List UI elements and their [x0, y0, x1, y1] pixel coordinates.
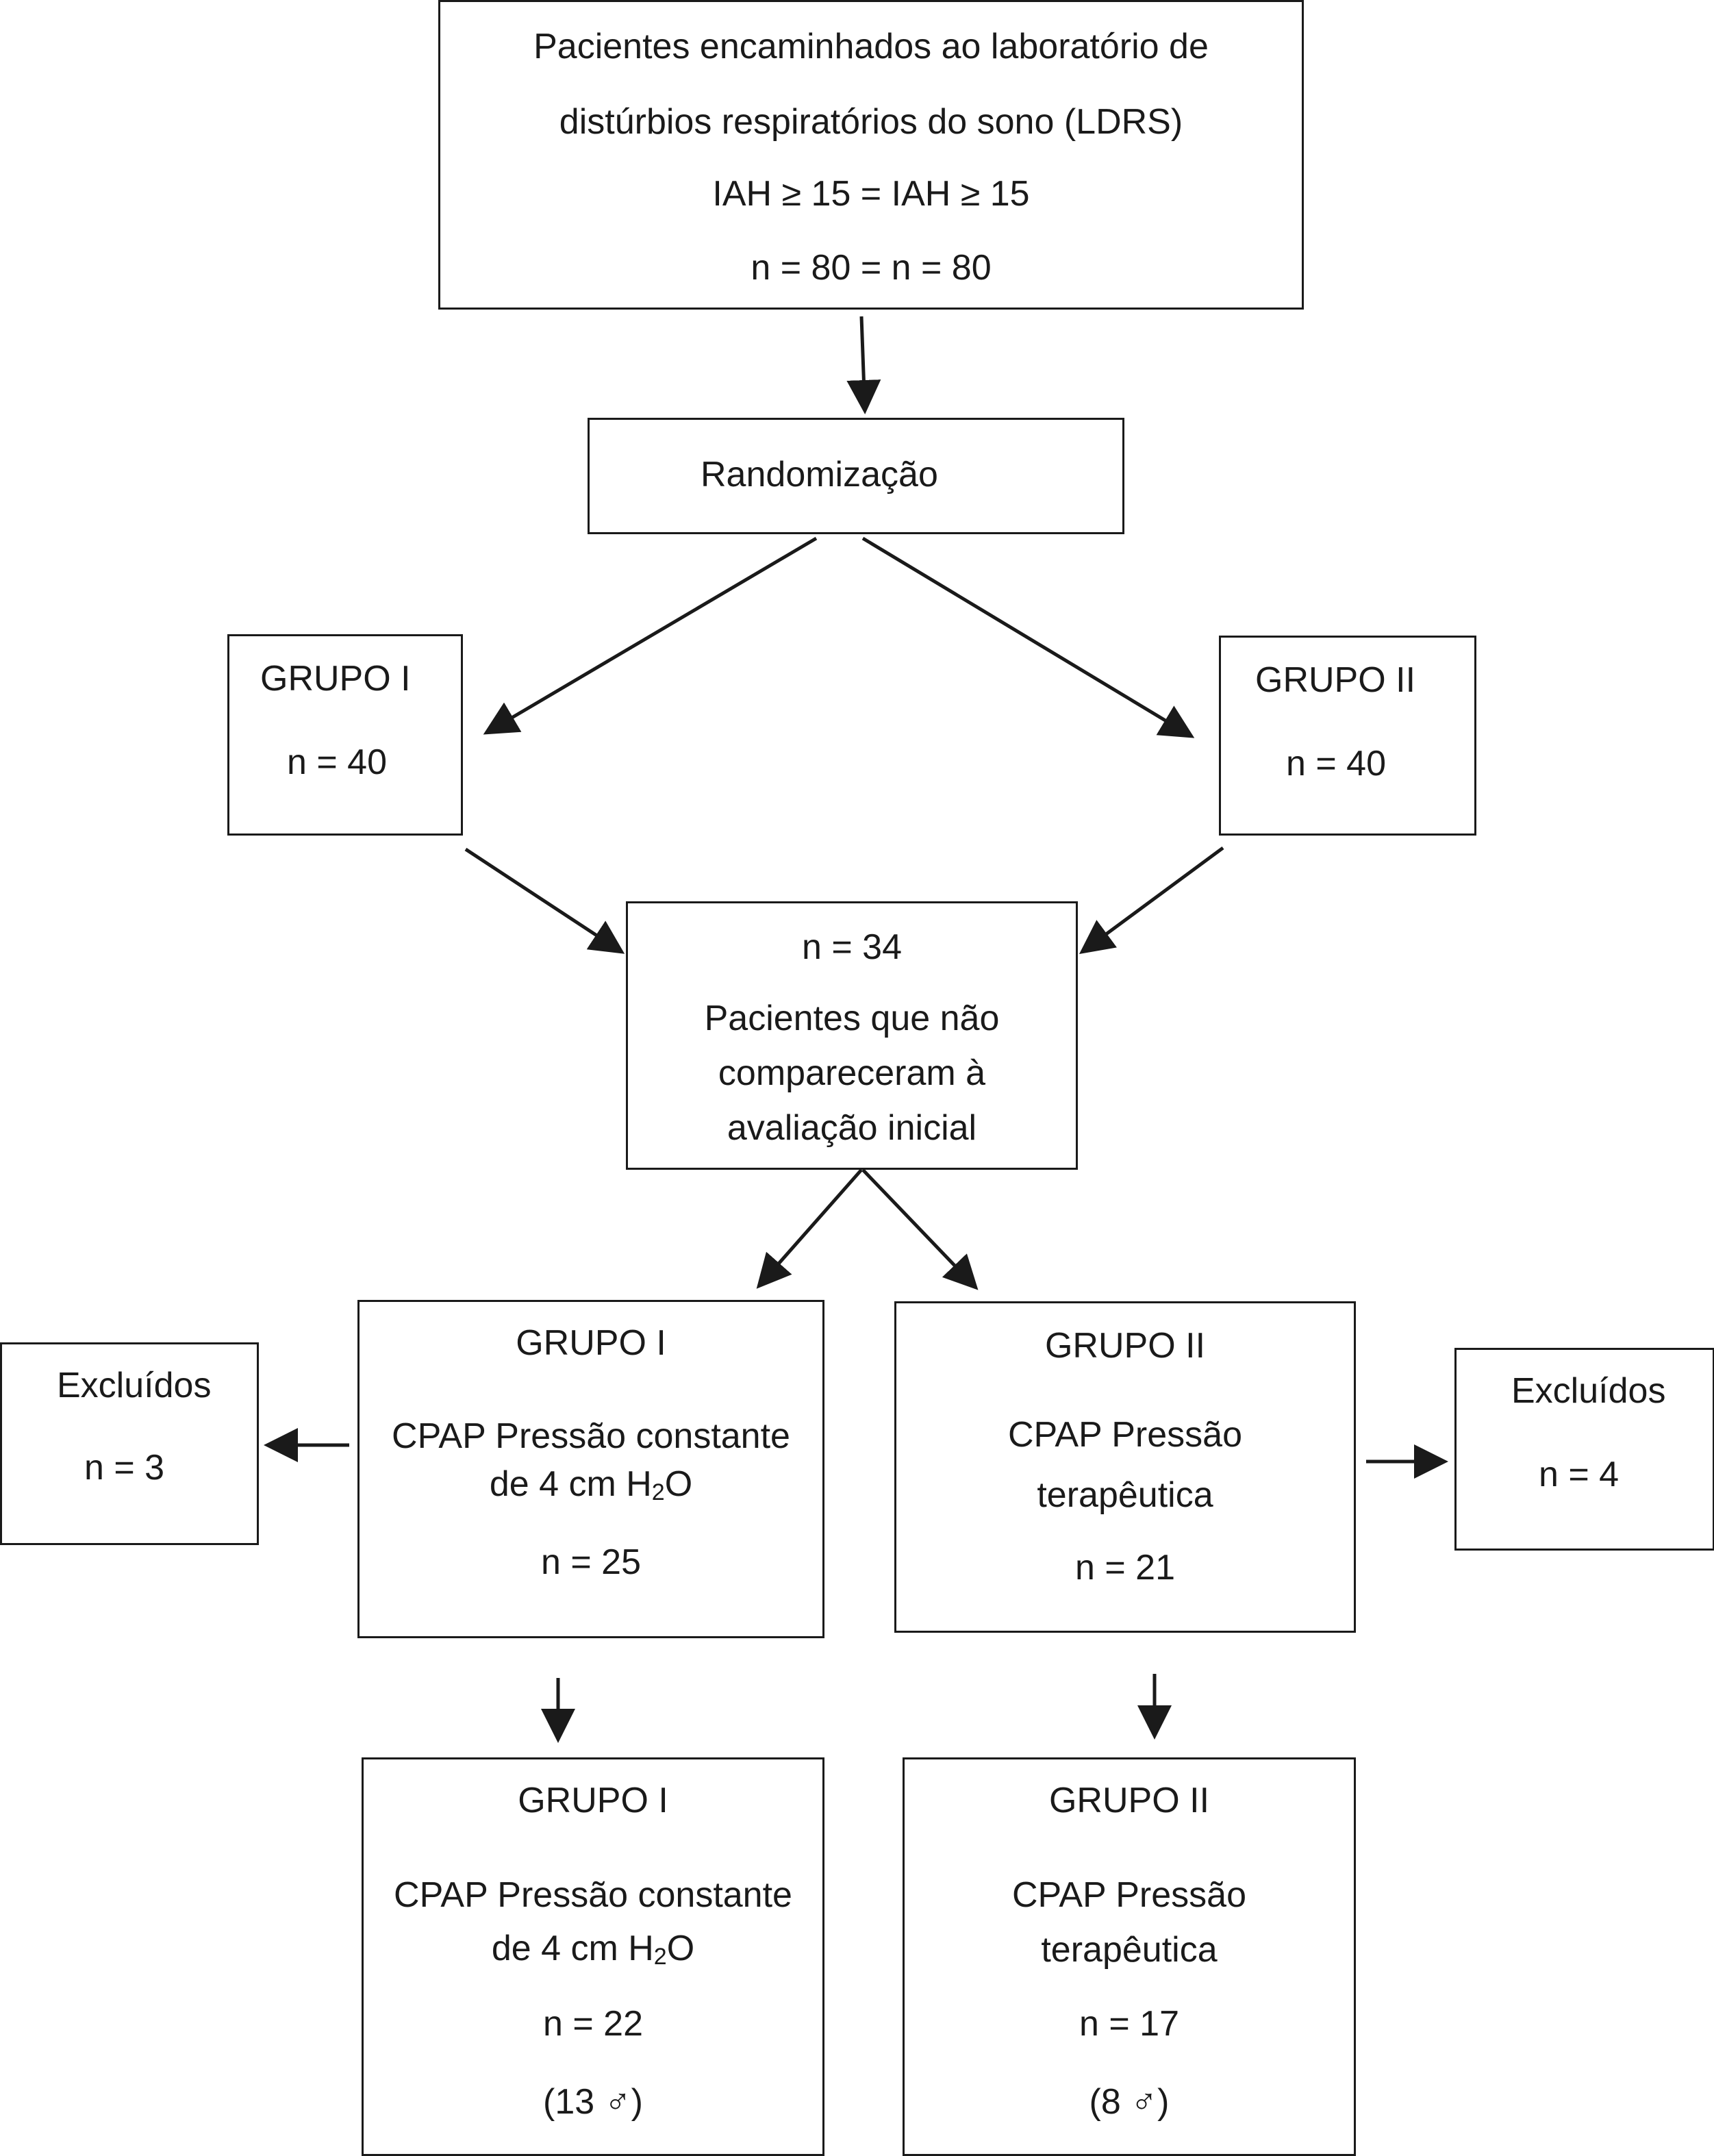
- randomization-box: Randomização: [588, 418, 1124, 534]
- excluded-right-box: Excluídos n = 4: [1454, 1348, 1714, 1551]
- arrow-noshow-to-group1-mid: [756, 1168, 863, 1289]
- no-show-line-3: avaliação inicial: [727, 1108, 977, 1148]
- iah-criterion: IAH ≥ 15 = IAH ≥ 15: [712, 174, 1030, 214]
- group2-final-title: GRUPO II: [1048, 1781, 1210, 1820]
- group1-final-box: GRUPO I CPAP Pressão constante de 4 cm H…: [362, 1757, 824, 2156]
- group2-final-line-2: terapêutica: [1041, 1930, 1218, 1970]
- group1-final-line-2: de 4 cm H2O: [491, 1929, 695, 1970]
- referred-patients-line-2: distúrbios respiratórios do sono (LDRS): [559, 102, 1183, 142]
- group1-initial-count: n = 40: [287, 742, 388, 782]
- randomization-label: Randomização: [701, 455, 938, 494]
- group2-mid-count: n = 21: [1074, 1548, 1176, 1588]
- group2-final-count: n = 17: [1079, 2004, 1180, 2044]
- group1-initial-title: GRUPO I: [260, 659, 411, 699]
- group2-mid-title: GRUPO II: [1044, 1326, 1206, 1366]
- arrow-group1-to-noshow: [464, 847, 625, 954]
- group2-initial-count: n = 40: [1286, 744, 1387, 784]
- group2-final-box: GRUPO II CPAP Pressão terapêutica n = 17…: [903, 1757, 1356, 2156]
- arrow-randomization-to-group2: [861, 536, 1195, 738]
- excluded-left-label: Excluídos: [57, 1366, 212, 1405]
- group1-initial-box: GRUPO I n = 40: [227, 634, 463, 836]
- excluded-left-box: Excluídos n = 3: [0, 1342, 259, 1545]
- group1-mid-box: GRUPO I CPAP Pressão constante de 4 cm H…: [357, 1300, 824, 1638]
- group1-final-males: (13 ♂): [543, 2082, 643, 2122]
- referred-patients-line-1: Pacientes encaminhados ao laboratório de: [533, 27, 1209, 66]
- arrow-noshow-to-group2-mid: [861, 1168, 979, 1290]
- group1-final-count: n = 22: [542, 2004, 644, 2044]
- no-show-count: n = 34: [801, 927, 903, 967]
- no-show-line-2: compareceram à: [718, 1053, 986, 1093]
- total-count: n = 80 = n = 80: [751, 248, 992, 288]
- group2-initial-title: GRUPO II: [1255, 660, 1416, 700]
- arrow-randomization-to-group1: [483, 536, 818, 735]
- group1-mid-title: GRUPO I: [516, 1323, 666, 1363]
- group2-final-males: (8 ♂): [1089, 2082, 1170, 2122]
- group2-final-line-1: CPAP Pressão: [1011, 1875, 1246, 1915]
- arrow-top-to-randomization: [846, 316, 881, 414]
- group1-final-title: GRUPO I: [518, 1781, 668, 1820]
- group2-mid-line-1: CPAP Pressão: [1007, 1415, 1242, 1455]
- group2-mid-line-2: terapêutica: [1037, 1475, 1213, 1515]
- no-show-box: n = 34 Pacientes que não compareceram à …: [626, 901, 1078, 1170]
- group1-mid-line-1: CPAP Pressão constante: [392, 1416, 790, 1456]
- excluded-right-label: Excluídos: [1511, 1371, 1666, 1411]
- group1-final-line-1: CPAP Pressão constante: [394, 1875, 792, 1915]
- group2-mid-box: GRUPO II CPAP Pressão terapêutica n = 21: [894, 1301, 1356, 1633]
- group2-initial-box: GRUPO II n = 40: [1219, 636, 1476, 836]
- arrow-group2-to-noshow: [1079, 846, 1224, 954]
- referred-patients-box: Pacientes encaminhados ao laboratório de…: [438, 0, 1304, 310]
- excluded-right-count: n = 4: [1539, 1455, 1620, 1494]
- excluded-left-count: n = 3: [84, 1448, 165, 1488]
- group1-mid-line-2: de 4 cm H2O: [489, 1464, 693, 1505]
- no-show-line-1: Pacientes que não: [704, 999, 1000, 1038]
- group1-mid-count: n = 25: [540, 1542, 642, 1582]
